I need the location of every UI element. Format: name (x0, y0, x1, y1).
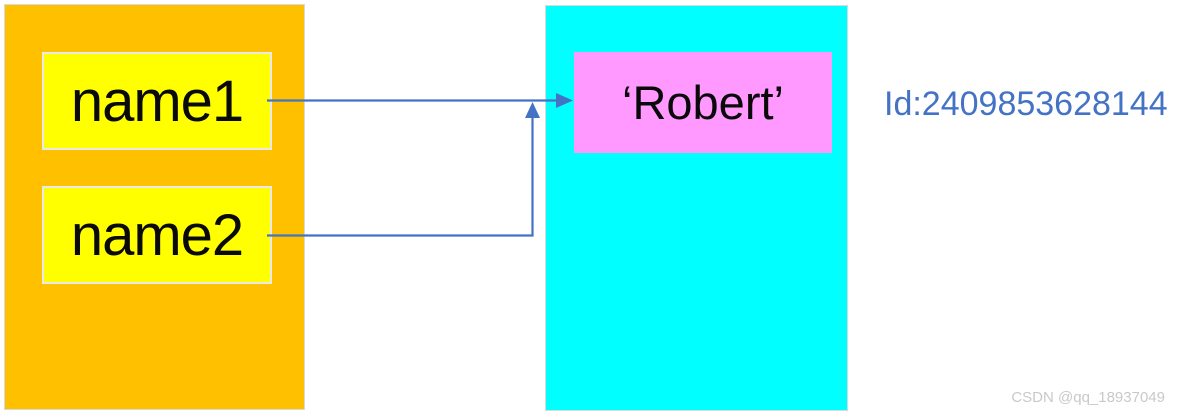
value-label-robert: ‘Robert’ (622, 76, 784, 129)
variable-label-name2: name2 (70, 202, 244, 268)
variable-label-name1: name1 (70, 68, 244, 134)
watermark-text: CSDN @qq_18937049 (1011, 389, 1165, 406)
object-frame: ‘Robert’ (545, 5, 848, 411)
arrow-name2-shaft (267, 117, 534, 237)
variable-box-name2: name2 (42, 186, 272, 284)
object-id-label: Id:2409853628144 (884, 85, 1168, 123)
arrow-name1-to-robert (267, 93, 573, 108)
variable-box-name1: name1 (42, 52, 272, 150)
arrow-name2-head-icon (525, 102, 540, 118)
variables-frame: name1 name2 (4, 4, 305, 410)
value-box-robert: ‘Robert’ (574, 52, 832, 153)
arrow-name2-to-robert (267, 102, 540, 237)
